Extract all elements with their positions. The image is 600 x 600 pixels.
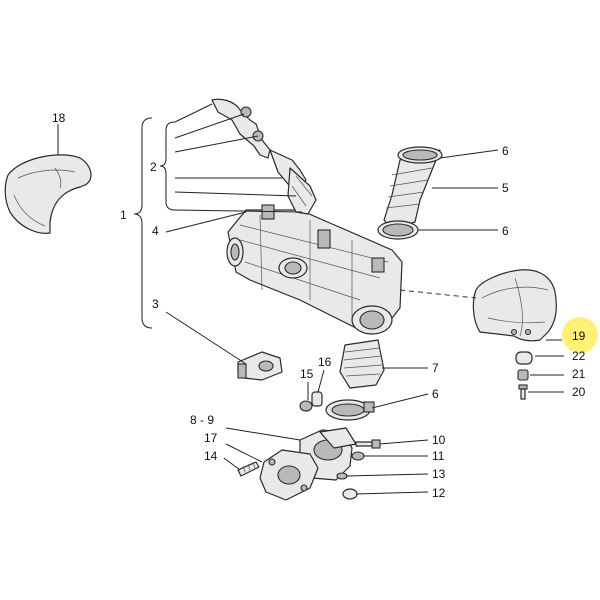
- throttle-body-assembly: [226, 204, 403, 331]
- callout-17: 17: [204, 431, 218, 445]
- part-14-stud: [237, 461, 260, 477]
- callout-7: 7: [432, 361, 439, 375]
- part-15-nut: [299, 400, 313, 412]
- callout-19-highlight: [562, 317, 598, 353]
- callout-21: 21: [572, 367, 586, 381]
- part-6-clamp-middle: [377, 220, 419, 240]
- part-17-gasket: [259, 449, 319, 501]
- callout-3: 3: [152, 297, 159, 311]
- part-16-spacer: [311, 391, 323, 407]
- callout-18: 18: [52, 111, 66, 125]
- part-3-bracket: [237, 351, 283, 381]
- callout-11: 11: [432, 449, 445, 463]
- part-2-injector-group: [211, 98, 317, 215]
- part-7-boot: [339, 305, 393, 389]
- callout-1: 1: [120, 208, 127, 222]
- part-22-grommet: [515, 351, 533, 365]
- callout-12: 12: [432, 486, 446, 500]
- part-20-screw: [518, 384, 528, 400]
- callout-15: 15: [300, 367, 314, 381]
- part-13-washer: [336, 472, 348, 480]
- part-18-cover: [4, 154, 92, 234]
- callout-13: 13: [432, 467, 446, 481]
- bracket-2: [159, 121, 176, 211]
- callout-19: 19: [572, 329, 586, 343]
- part-10-screw: [355, 439, 381, 449]
- callout-6-lower: 6: [432, 387, 439, 401]
- callout-8-9: 8 - 9: [190, 413, 214, 427]
- bracket-1: [133, 117, 153, 329]
- callout-2: 2: [150, 160, 157, 174]
- callout-10: 10: [432, 433, 446, 447]
- callout-6-upper: 6: [502, 144, 509, 158]
- part-6-clamp-lower: [325, 399, 375, 421]
- callout-22: 22: [572, 349, 586, 363]
- callout-16: 16: [318, 355, 332, 369]
- part-11-washer: [351, 451, 365, 461]
- part-19-cover: [472, 269, 557, 342]
- callout-5: 5: [502, 181, 509, 195]
- callout-6-middle: 6: [502, 224, 509, 238]
- part-6-clamp-upper: [397, 146, 443, 164]
- callout-20: 20: [572, 385, 586, 399]
- callout-14: 14: [204, 449, 218, 463]
- callout-4: 4: [152, 224, 159, 238]
- leader-lines: [57, 103, 564, 495]
- part-12-nut: [342, 488, 358, 500]
- assembly-line-19: [399, 289, 477, 299]
- part-21-spacer: [517, 369, 529, 381]
